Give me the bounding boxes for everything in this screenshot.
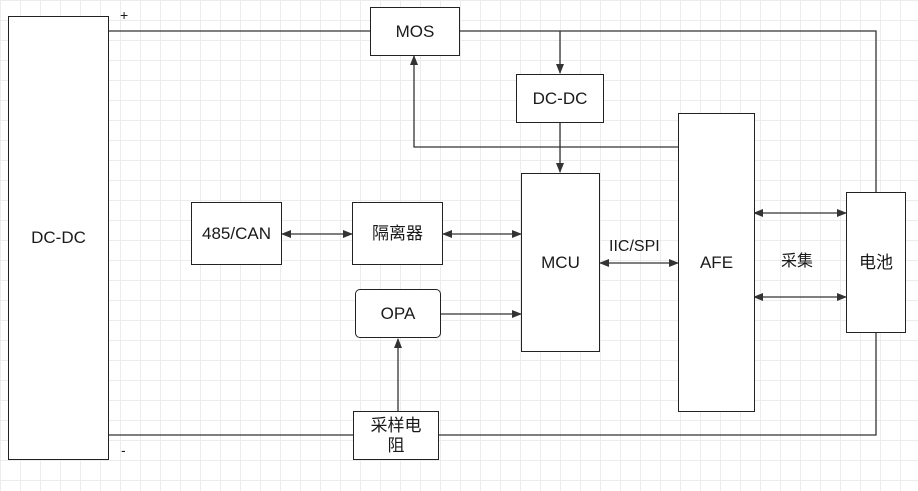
bus-label: IIC/SPI: [609, 238, 660, 255]
afe-block: AFE: [678, 113, 755, 412]
negative-rail-wire-right: [439, 333, 877, 436]
sense-resistor-block: 采样电 阻: [353, 411, 439, 460]
opa-block: OPA: [355, 289, 441, 338]
dcdc-main-block: DC-DC: [8, 16, 109, 460]
mcu-block: MCU: [521, 173, 600, 352]
positive-rail-wire-right: [459, 30, 877, 192]
dcdc-small-block: DC-DC: [516, 74, 604, 123]
acquire-label: 采集: [781, 253, 814, 270]
isolator-block: 隔离器: [352, 202, 443, 265]
can485-block: 485/CAN: [191, 202, 282, 265]
battery-block: 电池: [846, 192, 906, 333]
plus-terminal-label: +: [120, 7, 129, 23]
afe-to-mos-arrow: [410, 55, 678, 148]
minus-terminal-label: -: [121, 442, 126, 458]
mos-block: MOS: [370, 7, 460, 56]
